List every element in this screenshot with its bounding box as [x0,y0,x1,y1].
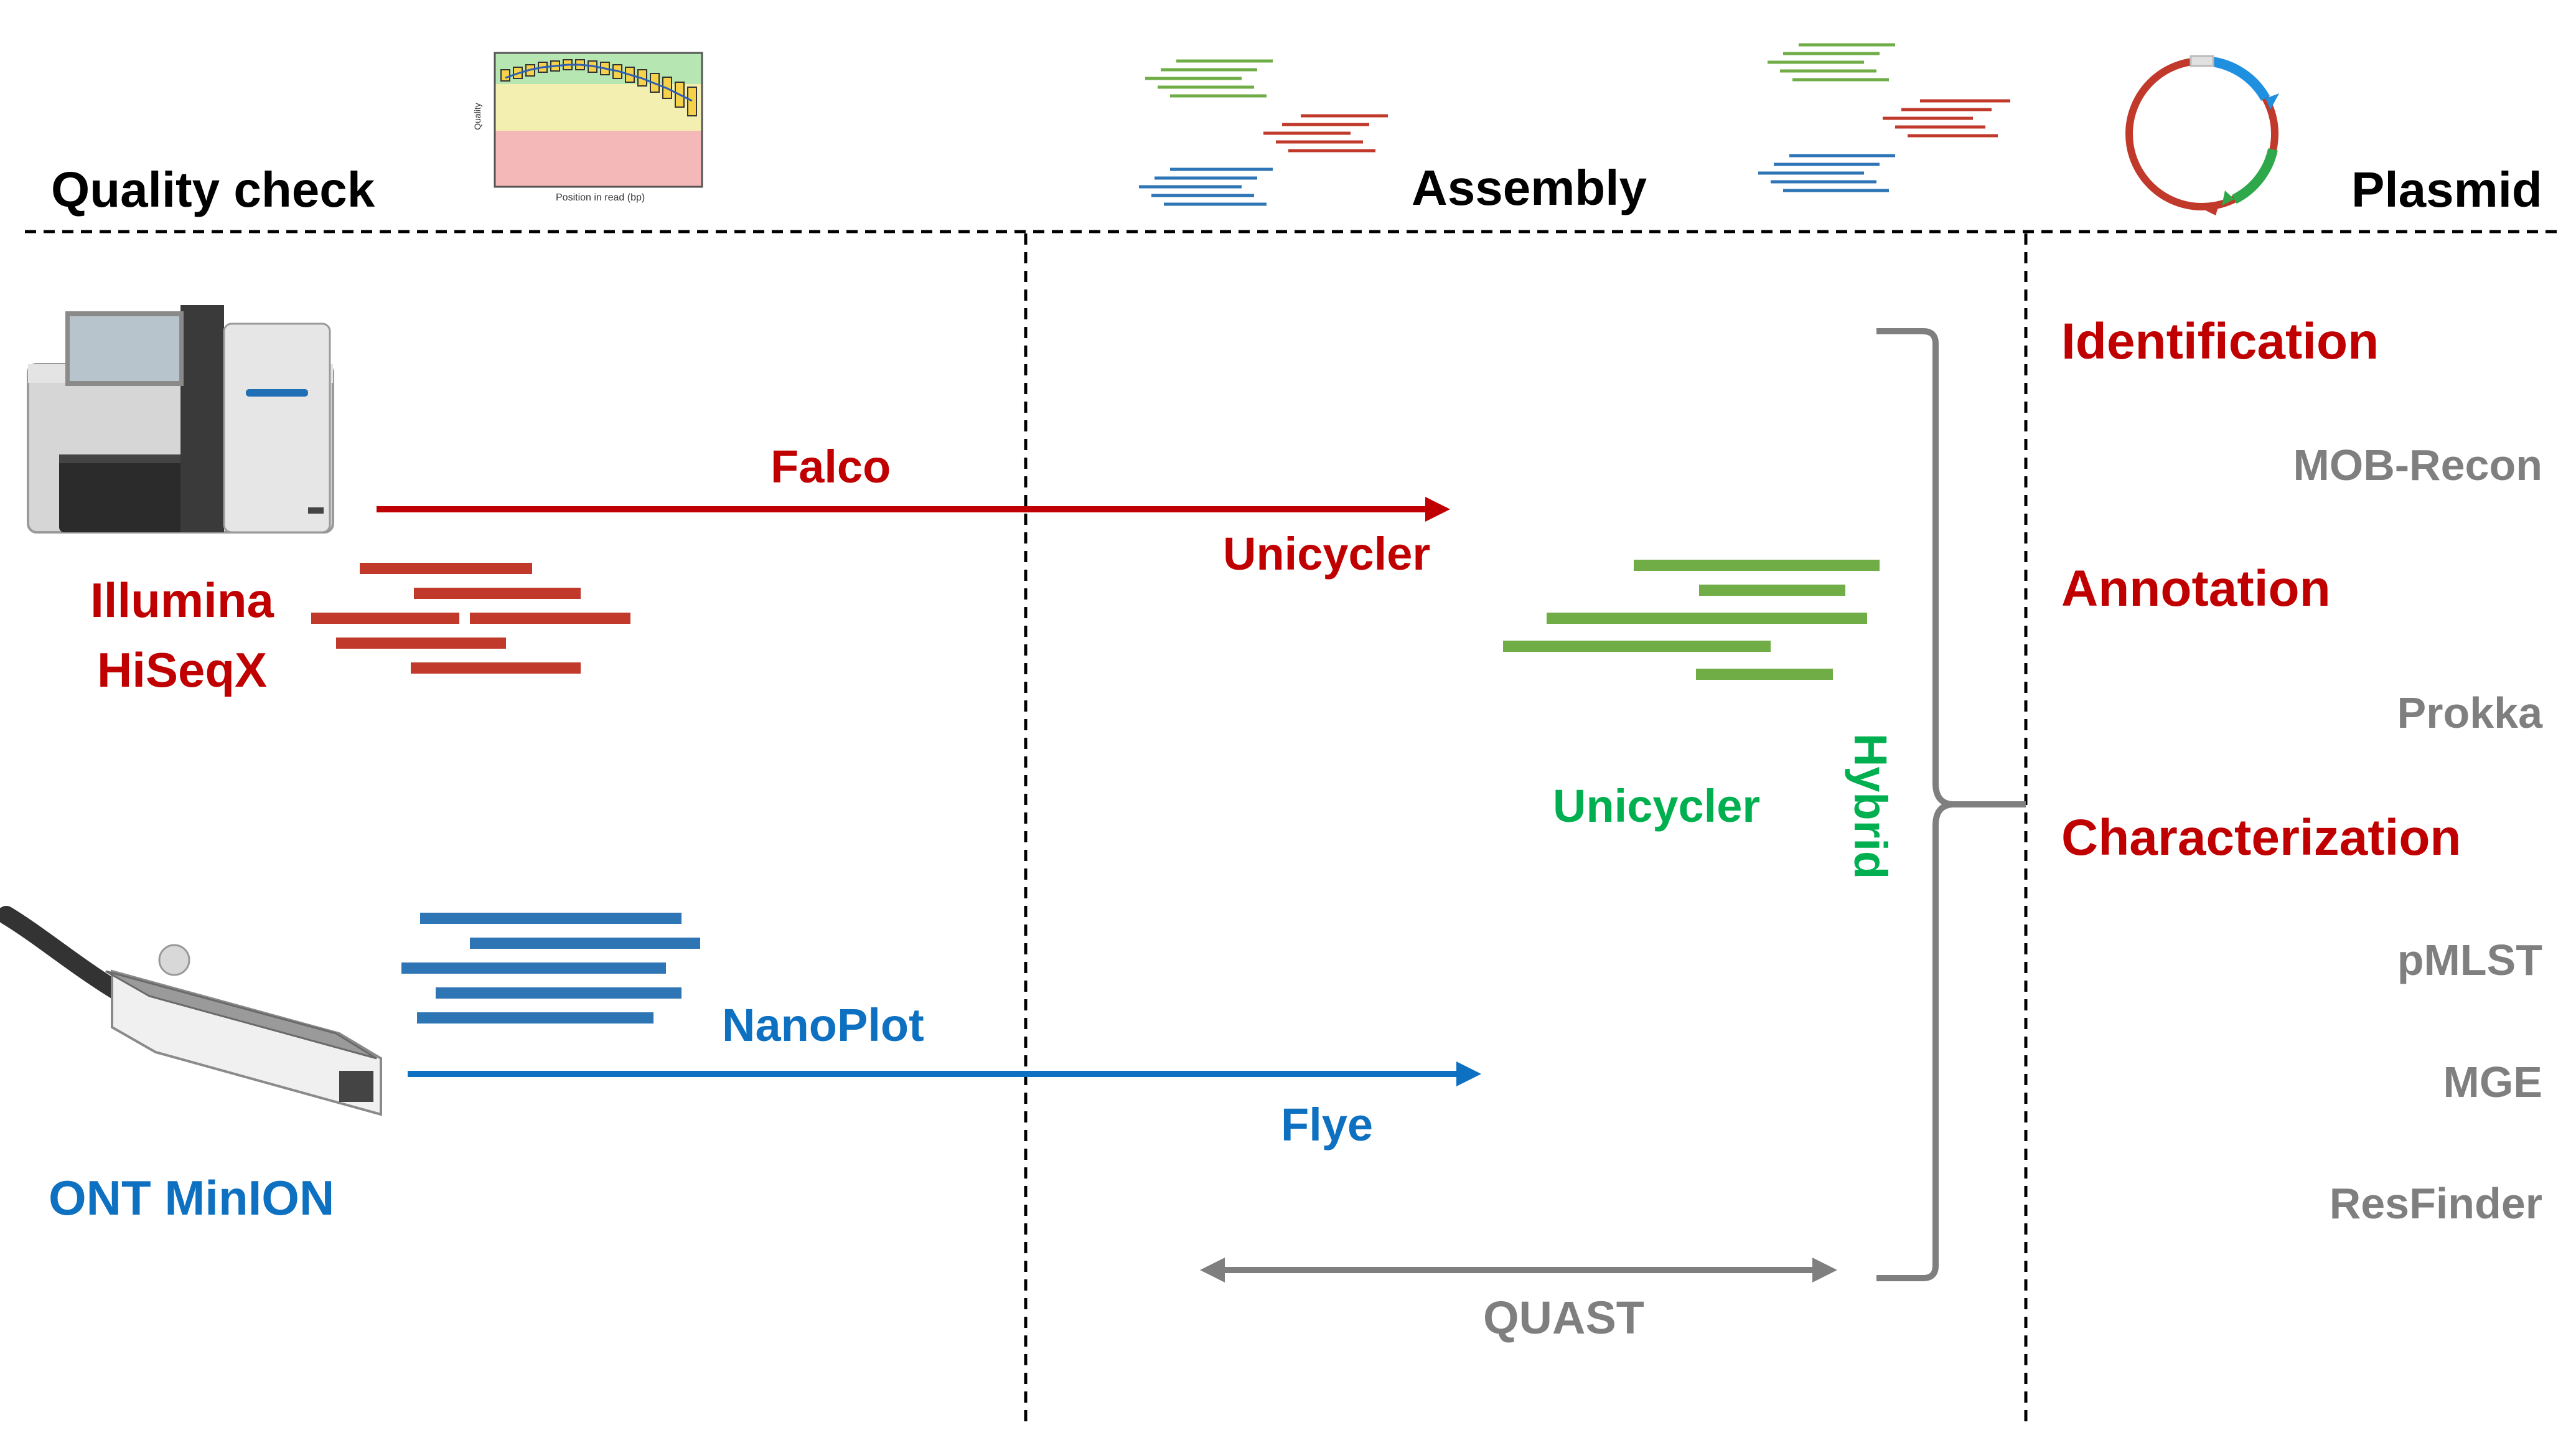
ont-minion-icon [0,906,382,1116]
hybrid-bracket [1876,328,2026,1281]
illumina-label-line2: HiSeqX [96,642,268,697]
header-assembly: Assembly [1412,160,1647,215]
reads-icon-1 [1139,59,1388,206]
ont-label: ONT MinION [49,1170,335,1225]
illumina-sequencer-icon [27,305,334,534]
plasmid-circle-icon [2125,55,2279,215]
quality-mean-line [505,64,693,102]
ont-arrow [408,1061,1481,1086]
characterization-label: Characterization [2061,809,2461,866]
falco-label: Falco [770,441,891,492]
nanoplot-label: NanoPlot [722,999,924,1051]
header-plasmid: Plasmid [2351,162,2542,217]
hybrid-label: Hybrid [1845,733,1896,880]
reads-icon-2 [1758,43,2010,192]
unicycler-short-label: Unicycler [1223,528,1431,580]
prokka-label: Prokka [2397,689,2542,737]
illumina-reads [311,563,630,674]
illumina-arrow [377,497,1450,522]
quality-chart-thumbnail [494,52,703,188]
resfinder-label: ResFinder [2329,1179,2542,1228]
illumina-label-line1: Illumina [90,573,274,628]
unicycler-hybrid-label: Unicycler [1553,780,1761,832]
qc-chart-xlabel: Position in read (bp) [556,192,645,203]
qc-chart-ylabel: Quality [472,103,482,130]
ont-reads [401,913,700,1024]
mge-label: MGE [2443,1058,2542,1106]
flye-label: Flye [1281,1099,1374,1151]
hybrid-reads [1503,560,1880,680]
quast-double-arrow [1200,1258,1837,1282]
quast-label: QUAST [1483,1292,1644,1344]
annotation-label: Annotation [2061,560,2331,617]
header-quality-check: Quality check [51,162,375,217]
pmlst-label: pMLST [2397,936,2542,984]
mob-recon-label: MOB-Recon [2293,441,2542,489]
identification-label: Identification [2061,313,2379,370]
